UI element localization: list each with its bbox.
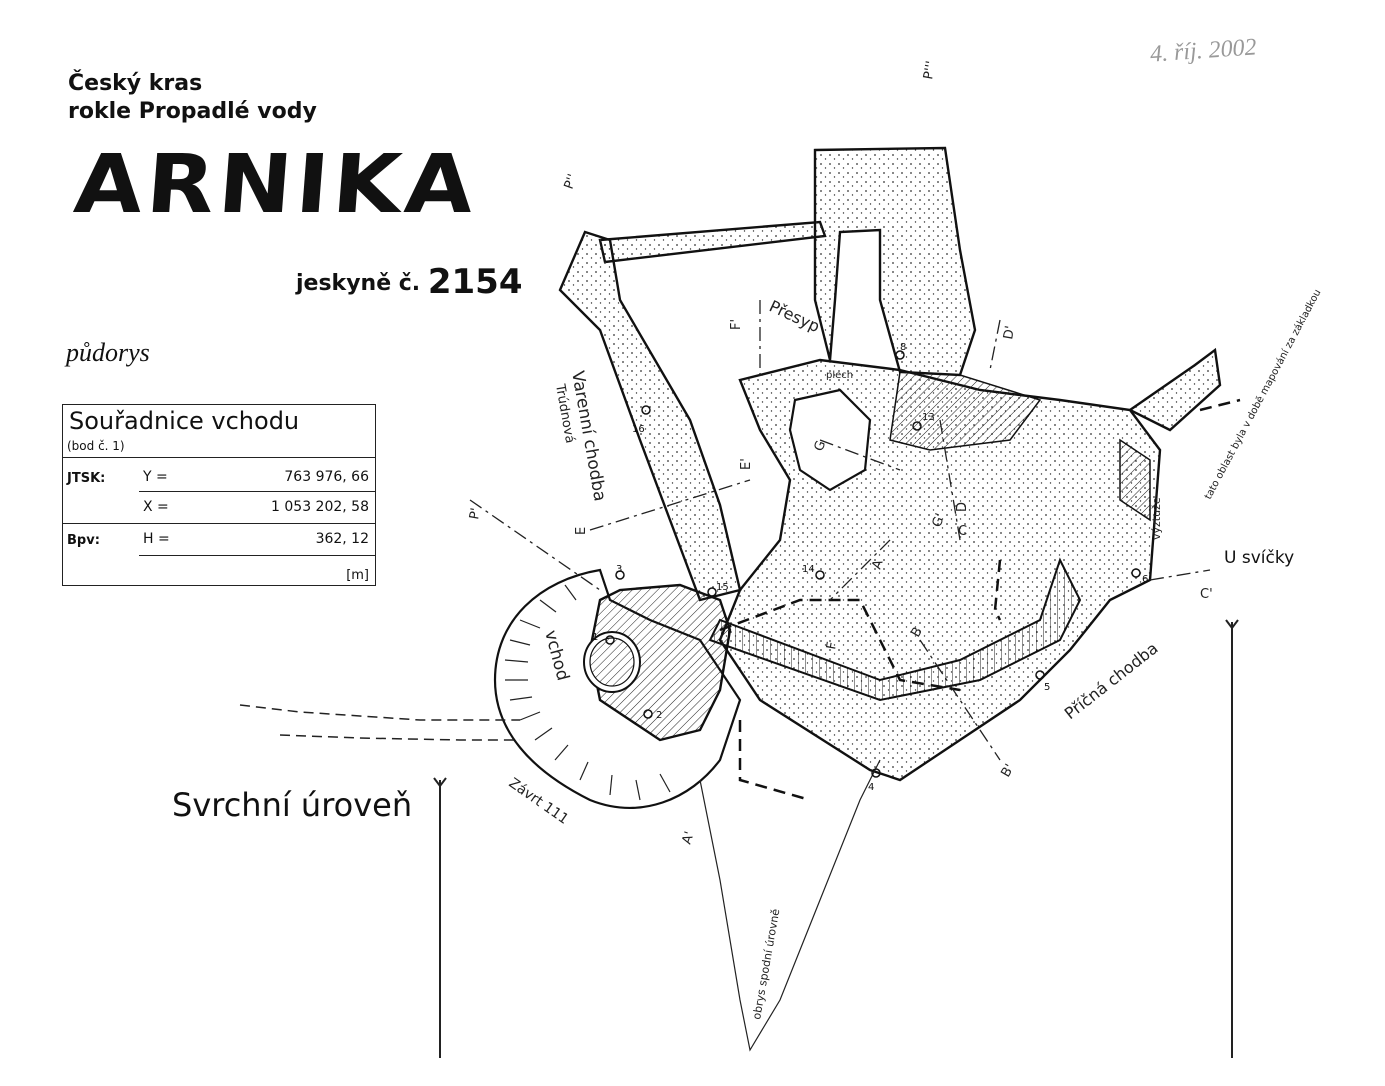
- divider: [139, 491, 375, 492]
- section-a-prime: A': [680, 830, 698, 846]
- value-x: 1 053 202, 58: [271, 499, 369, 515]
- label-presyp: Přesyp: [766, 296, 822, 336]
- coordinates-box: Souřadnice vchodu (bod č. 1) JTSK: Y = 7…: [62, 404, 376, 586]
- section-g-prime: G': [930, 511, 949, 529]
- system-bpv: Bpv:: [67, 533, 100, 548]
- section-p-prime: P': [467, 507, 484, 521]
- section-letters: A A' B B' C C' D D' E E' F F' G G' P' P'…: [467, 60, 1212, 846]
- section-p-triple: P''': [921, 60, 939, 81]
- cave-number-value: 2154: [427, 262, 523, 302]
- section-d: D: [955, 502, 970, 512]
- point-2: 2: [656, 710, 662, 721]
- region-label: Český kras: [68, 71, 203, 96]
- cave-number-prefix: jeskyně č.: [296, 271, 421, 296]
- section-e-prime: E': [739, 458, 754, 470]
- point-13: 13: [922, 412, 935, 423]
- dashed-outlines: [719, 398, 1241, 802]
- point-1: 1: [592, 632, 598, 643]
- section-f: F: [824, 641, 840, 651]
- label-plech: plech: [826, 370, 853, 381]
- point-15: 15: [716, 582, 729, 593]
- lower-level-outline: [699, 759, 881, 1052]
- section-c-prime: C': [1200, 587, 1213, 602]
- divider: [139, 555, 375, 556]
- section-f-prime: F': [729, 319, 744, 330]
- unit-label: [m]: [346, 568, 369, 583]
- section-c: C: [958, 524, 967, 539]
- entrance-sinkhole: [493, 568, 742, 809]
- value-y: 763 976, 66: [284, 469, 369, 485]
- point-3: 3: [616, 564, 622, 575]
- label-u-svicky: U svíčky: [1224, 548, 1295, 568]
- hatched-band: [708, 557, 1082, 702]
- point-5: 5: [1044, 682, 1050, 693]
- view-label: půdorys: [66, 338, 150, 367]
- value-h: 362, 12: [315, 531, 369, 547]
- point-4: 4: [868, 782, 874, 793]
- point-6: 6: [1142, 574, 1148, 585]
- section-g: G: [812, 439, 830, 454]
- system-jtsk: JTSK:: [67, 471, 106, 486]
- section-d-prime: D': [1001, 325, 1018, 341]
- section-lines: [469, 300, 1211, 761]
- cave-number: jeskyně č. 2154: [296, 262, 522, 302]
- section-p-double: P'': [562, 172, 581, 191]
- locality-label: rokle Propadlé vody: [68, 99, 317, 124]
- hatched-area: [1119, 438, 1151, 522]
- island-g: [788, 388, 872, 492]
- label-vyztuze: výztuže: [1150, 497, 1163, 540]
- point-16: 16: [632, 424, 645, 435]
- point-14: 14: [802, 564, 815, 575]
- var-x: X =: [143, 499, 169, 515]
- survey-points: 1 2 3 4 5 6 8 13 14 15 16: [592, 342, 1148, 793]
- hatched-area: [889, 371, 1042, 451]
- surface-trail: [239, 704, 520, 741]
- coordinates-title: Souřadnice vchodu: [69, 407, 300, 435]
- section-bars: [433, 619, 1239, 1058]
- label-pricna-chodba: Příčná chodba: [1061, 639, 1162, 724]
- section-b-prime: B': [998, 762, 1017, 780]
- coordinates-subtitle: (bod č. 1): [67, 439, 125, 453]
- var-h: H =: [143, 531, 170, 547]
- divider: [63, 457, 375, 458]
- section-e: E: [574, 527, 589, 535]
- divider: [63, 523, 375, 524]
- label-vchod: vchod: [540, 628, 573, 683]
- point-8: 8: [900, 342, 906, 353]
- label-note: tato oblast byla v době mapování za zákl…: [1202, 287, 1323, 501]
- level-label: Svrchní úroveň: [172, 786, 413, 824]
- var-y: Y =: [143, 469, 168, 485]
